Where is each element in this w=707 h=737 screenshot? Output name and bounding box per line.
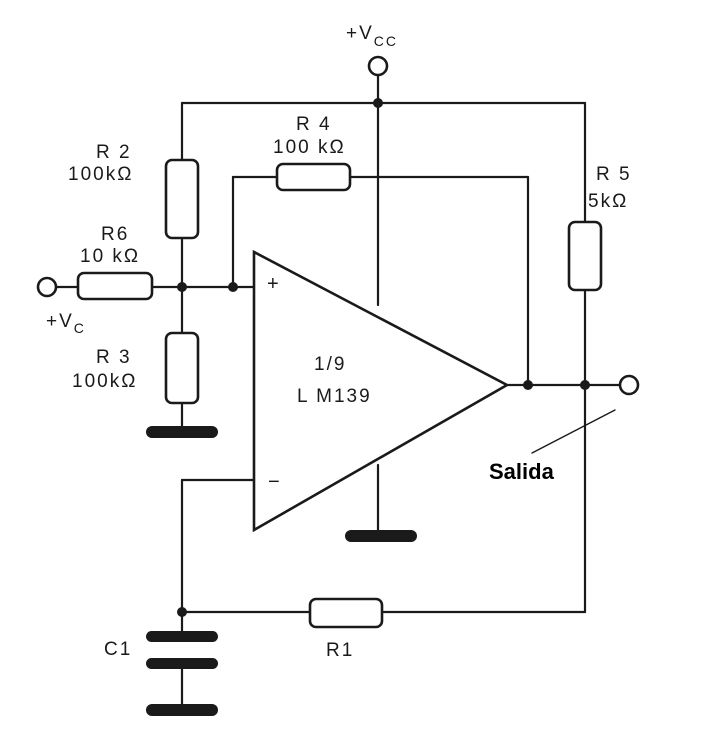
r2-value-label: 100kΩ: [68, 164, 133, 185]
opamp-minus-sign: −: [268, 471, 280, 493]
c1-name-label: C1: [104, 639, 132, 660]
terminal-icon: [36, 276, 58, 298]
resistor-icon: [164, 331, 200, 405]
wires: [55, 74, 622, 710]
r4-name-label: R 4: [296, 114, 332, 135]
r4-value-label: 100 kΩ: [273, 137, 346, 158]
r3-name-label: R 3: [96, 347, 132, 368]
resistor-icon: [275, 162, 352, 192]
r5-name-label: R 5: [596, 164, 632, 185]
r5-value-label: 5kΩ: [588, 191, 628, 212]
terminal-icon: [618, 374, 640, 396]
r1-name-label: R1: [326, 640, 354, 661]
opamp-icon: [252, 249, 510, 533]
resistor-icon: [308, 597, 384, 629]
ground-icon: [345, 530, 417, 542]
opamp-part-label: L M139: [297, 386, 372, 407]
supply-label: +VCC: [346, 23, 398, 49]
r2-name-label: R 2: [96, 142, 132, 163]
capacitor-icon: [146, 631, 218, 669]
resistor-icon: [76, 271, 154, 301]
opamp-plus-sign: +: [267, 273, 279, 295]
r3-value-label: 100kΩ: [72, 371, 137, 392]
input-voltage-label: +VC: [46, 311, 86, 336]
resistor-icon: [164, 158, 200, 240]
output-label: Salida: [489, 459, 555, 484]
resistor-icon: [567, 220, 603, 292]
ground-icon: [146, 426, 218, 438]
r6-value-label: 10 kΩ: [80, 246, 140, 267]
terminal-icon: [367, 55, 389, 77]
ground-icon: [146, 704, 218, 716]
opamp-ratio-label: 1/9: [314, 354, 346, 375]
r6-name-label: R6: [101, 224, 129, 245]
junction-nodes: [177, 98, 590, 617]
